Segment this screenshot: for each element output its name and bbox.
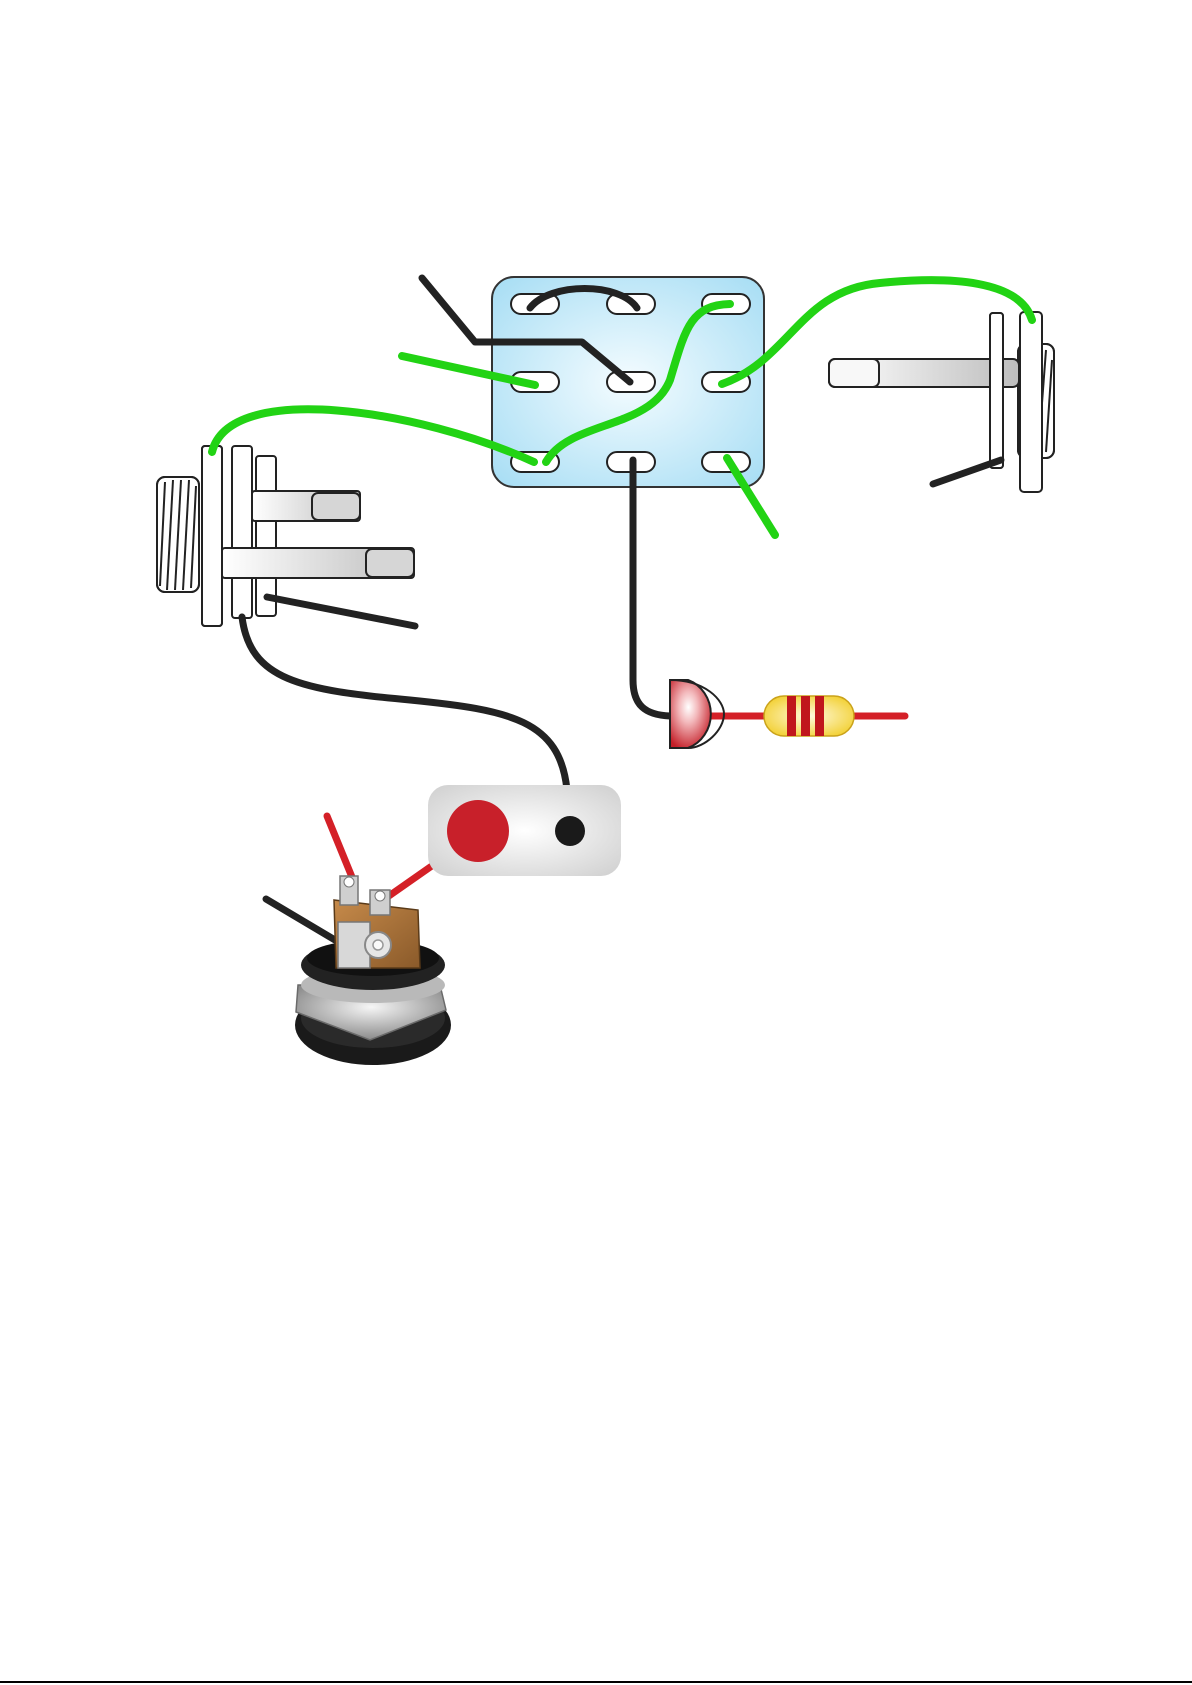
power-positive-pad [447, 800, 509, 862]
power-ground-pad [555, 816, 585, 846]
power-connector [428, 785, 621, 876]
output-jack [829, 312, 1054, 492]
resistor [764, 696, 854, 736]
dc-power-jack [295, 876, 451, 1065]
